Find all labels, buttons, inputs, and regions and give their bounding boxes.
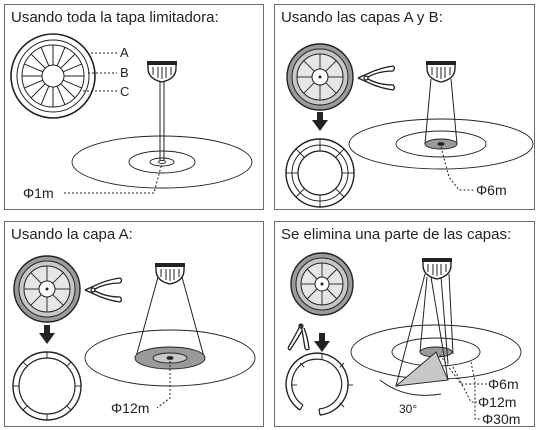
diameter-label: Φ12m (111, 400, 149, 416)
angle-arc (379, 379, 442, 396)
layer-label-c: C (120, 84, 129, 99)
limiter-cap-ring (12, 351, 82, 421)
diameter-leader-line (64, 162, 163, 194)
panel-full-cap: Usando toda la tapa limitadora: (4, 4, 264, 210)
layer-label-a: A (120, 45, 129, 60)
layer-label-b: B (120, 65, 129, 80)
diameter-label: Φ6m (476, 182, 507, 198)
diameter-label-6m: Φ6m (488, 376, 519, 392)
panel-layers-a-b-illustration: Φ6m (285, 43, 534, 208)
panel-full-cap-illustration: A B C Φ1m (10, 33, 253, 201)
limiter-cap-cut-ring (285, 352, 353, 416)
panel-layer-a-illustration: Φ12m (12, 255, 256, 421)
detection-area-rings (71, 135, 253, 189)
panel-layers-a-b: Usando las capas A y B: (274, 4, 535, 210)
arrow-down-icon (314, 333, 330, 352)
panel-partial-removal-illustration: 30° Φ6m Φ12m Φ30m (285, 252, 522, 427)
detection-beam (395, 273, 454, 387)
panel-layer-a: Usando la capa A: (4, 221, 264, 427)
diameter-label-12m: Φ12m (478, 394, 516, 410)
limiter-cap-ring (285, 138, 355, 208)
pliers-icon (84, 277, 123, 303)
panel-title: Usando toda la tapa limitadora: (11, 9, 219, 26)
angle-label: 30° (399, 402, 417, 416)
panel-title: Se elimina una parte de las capas: (281, 226, 512, 243)
sensor-head (147, 61, 177, 83)
diameter-label: Φ1m (23, 185, 54, 201)
panel-title: Usando las capas A y B: (281, 9, 443, 26)
detection-beam (159, 82, 165, 162)
removed-sector (394, 351, 449, 387)
pliers-icon (287, 323, 310, 351)
diameter-leader-line (156, 361, 171, 409)
limiter-cap-gray (290, 252, 354, 316)
arrow-down-icon (39, 325, 55, 344)
limiter-cap-gray (13, 255, 81, 323)
sensor-head (422, 258, 452, 280)
sensor-head (426, 61, 456, 83)
layer-leader-lines (83, 52, 117, 92)
detection-beam (135, 276, 205, 358)
limiter-cap-full (10, 33, 96, 119)
detection-beam (424, 78, 458, 145)
diameter-label-30m: Φ30m (482, 411, 520, 427)
detection-area-rings (348, 118, 534, 170)
diameter-leader-lines (439, 354, 487, 420)
pliers-icon (357, 65, 396, 91)
panel-title: Usando la capa A: (11, 226, 133, 243)
sensor-head (155, 263, 185, 285)
limiter-cap-gray (286, 43, 354, 111)
arrow-down-icon (312, 112, 328, 131)
panel-partial-removal: Se elimina una parte de las capas: (274, 221, 535, 427)
